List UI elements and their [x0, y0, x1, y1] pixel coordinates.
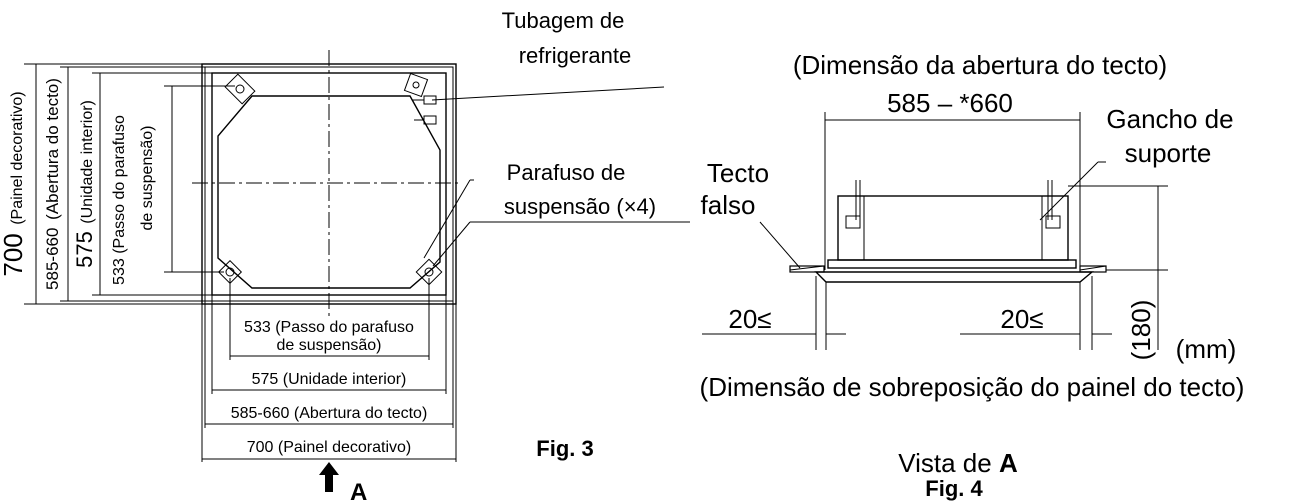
unit-body-outline [217, 95, 441, 289]
refrigerant-pipe-leader [431, 86, 665, 101]
false-ceiling-left [789, 265, 825, 273]
fig3-caption: Fig. 3 [536, 436, 593, 461]
bolt-bracket-bottom-right [415, 258, 443, 286]
hanger-label-line1: Gancho de [1106, 104, 1233, 134]
ceiling-opening-dimension-horizontal: 585-660 (Abertura do tecto) [231, 405, 428, 422]
ceiling-opening-value: 585 – *660 [887, 88, 1013, 118]
fig4-side-view [702, 112, 1168, 350]
refrigerant-pipe-stubs [412, 95, 437, 125]
pitch-dimension-horizontal-line1: 533 (Passo do parafuso [244, 319, 414, 336]
svg-text:533 (Passo do parafuso: 533 (Passo do parafuso [111, 115, 128, 285]
bolt-bracket-top-left [224, 73, 256, 105]
panel-dimension-horizontal: 700 (Painel decorativo) [247, 439, 412, 456]
suspension-bolt-label-line1: Parafuso de [507, 160, 626, 185]
panel-dimension-vertical: 700 (Painel decorativo) [0, 91, 28, 276]
view-arrow-label: A [350, 479, 367, 501]
horizontal-dimension-lines [201, 278, 457, 462]
bolt-leader-upper [423, 179, 471, 259]
ceiling-opening-outline [204, 66, 454, 302]
overlap-title: (Dimensão de sobreposição do painel do t… [700, 372, 1245, 402]
view-title: Vista de A [898, 448, 1018, 478]
unit-lower-body [827, 259, 1077, 269]
hanger-label-line2: suporte [1125, 138, 1212, 168]
hanger-leader [1039, 161, 1099, 221]
ceiling-opening-title: (Dimensão da abertura do tecto) [793, 50, 1167, 80]
hanger-left [845, 180, 861, 229]
hanger-right [1045, 180, 1061, 229]
unit-dimension-horizontal: 575 (Unidade interior) [252, 371, 407, 388]
ceiling-opening-dimension-vertical: 585-660 (Abertura do tecto) [43, 78, 62, 290]
refrigerant-pipe-label-line2: refrigerante [519, 43, 632, 68]
vertical-dimension-lines [24, 63, 235, 305]
view-arrow-a [319, 462, 339, 492]
gap-left-label: 20≤ [728, 304, 771, 334]
false-ceiling-label-line1: Tecto [707, 158, 769, 188]
unit-dimension-vertical: 575 (Unidade interior) [72, 100, 97, 268]
svg-text:585-660 (Abertura do tec: 585-660 (Abertura do tecto) [43, 78, 62, 290]
refrigerant-pipe-label-line1: Tubagem de [502, 8, 625, 33]
svg-text:(180): (180) [1126, 300, 1156, 361]
bolt-bracket-bottom-left [217, 259, 243, 285]
svg-text:de suspensão): de suspensão) [139, 126, 156, 231]
fig3-top-view [24, 50, 690, 492]
fig4-caption: Fig. 4 [925, 476, 983, 501]
svg-text:700 (Painel decorativo): 700 (Painel decorativo) [0, 91, 28, 276]
height-dimension: (180) [1126, 300, 1156, 361]
false-ceiling-label-line2: falso [701, 190, 756, 220]
bolt-bracket-top-right [403, 72, 429, 98]
pitch-dimension-horizontal-line2: de suspensão) [277, 337, 382, 354]
units-label: (mm) [1176, 334, 1237, 364]
svg-text:575 (Unidade interior): 575 (Unidade interior) [72, 100, 97, 268]
decorative-panel-side [814, 271, 1094, 283]
pitch-dimension-vertical-line2: de suspensão) [139, 126, 156, 231]
suspension-bolt-label-line2: suspensão (×4) [504, 194, 656, 219]
unit-body-side [837, 195, 1069, 261]
pitch-dimension-vertical: 533 (Passo do parafuso [111, 115, 128, 285]
false-ceiling-leader [759, 221, 801, 269]
bolt-leader-diag [432, 221, 471, 267]
gap-right-label: 20≤ [1000, 304, 1043, 334]
